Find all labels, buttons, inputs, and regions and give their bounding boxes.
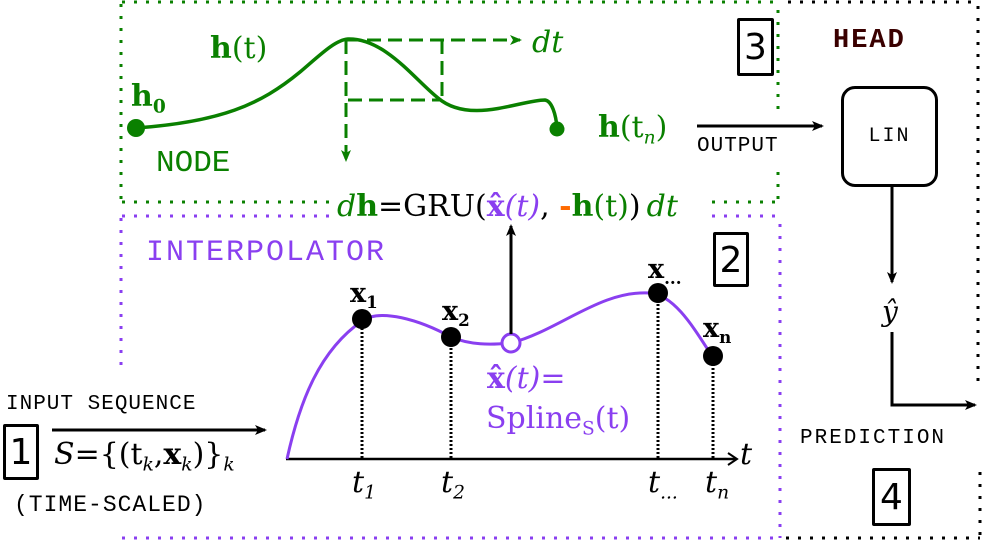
h0-point: [127, 119, 145, 137]
tick-label-t2: t2: [441, 465, 465, 504]
input-sequence-formula: S={(tk,xk)}k: [54, 437, 235, 476]
point-label-dots: x...: [648, 254, 682, 288]
gru-equation: dh=GRU(x̂(t), -h(t))dt: [337, 189, 678, 224]
tick-label-tn: tn: [705, 465, 730, 504]
xhat-definition-label: x̂(t)=: [487, 361, 566, 396]
htn-point: [549, 121, 565, 137]
head-title: HEAD: [833, 26, 906, 56]
lin-label: LIN: [868, 125, 911, 148]
head-region-border: [786, 0, 982, 540]
euler-step-construction: [341, 35, 522, 162]
yhat-label: ŷ: [882, 295, 898, 328]
linear-layer-box: LIN: [841, 86, 938, 187]
output-label: OUTPUT: [697, 135, 779, 158]
step-number-4: 4: [872, 468, 911, 526]
input-sequence-title: INPUT SEQUENCE: [6, 393, 197, 416]
tick-label-tdots: t...: [648, 465, 678, 504]
time-axis-label: t: [740, 437, 753, 472]
time-scaled-note: (TIME-SCALED): [14, 492, 207, 518]
htn-label: h(tn): [598, 110, 668, 149]
observation-drop-lines: [360, 300, 715, 458]
ht-label: h(t): [210, 31, 268, 66]
node-region-border: [119, 0, 780, 204]
observation-point-2: [441, 327, 461, 347]
observation-point-dots: [648, 283, 668, 303]
point-label-1: x1: [350, 278, 378, 312]
prediction-label: PREDICTION: [800, 427, 947, 450]
dt-label: dt: [532, 25, 564, 60]
interpolator-title: INTERPOLATOR: [146, 236, 387, 270]
hidden-state-trajectory: [135, 37, 559, 130]
step-number-1: 1: [3, 424, 39, 480]
step-number-2: 2: [713, 232, 749, 287]
query-point: [500, 332, 522, 354]
observation-point-n: [703, 346, 723, 366]
prediction-arrow: [890, 332, 977, 410]
spline-formula-label: SplineS(t): [486, 401, 631, 440]
tick-label-t1: t1: [352, 465, 376, 504]
interpolator-region-border: [119, 214, 782, 540]
step-number-3: 3: [737, 18, 774, 76]
point-label-n: xn: [703, 313, 732, 347]
observation-point-1: [352, 309, 372, 329]
point-label-2: x2: [442, 296, 470, 330]
h0-label: h0: [131, 79, 166, 118]
node-title: NODE: [156, 146, 231, 181]
